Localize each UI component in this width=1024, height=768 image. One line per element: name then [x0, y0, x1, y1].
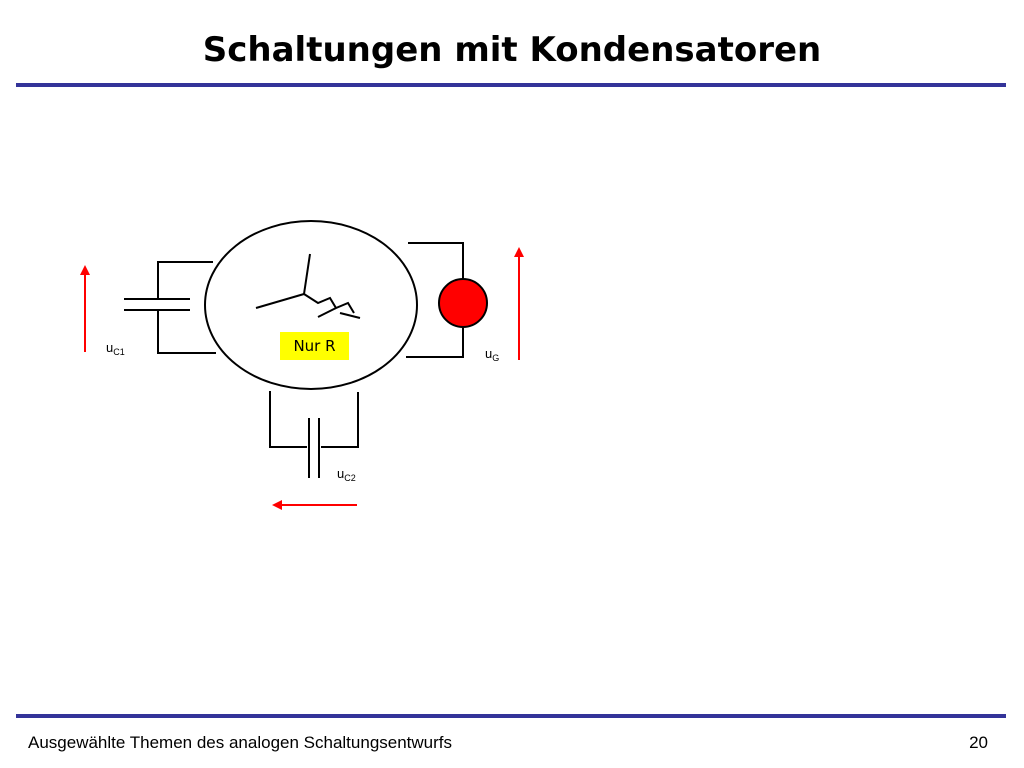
- nur-r-label: Nur R: [280, 332, 349, 360]
- capacitor-c2: [269, 391, 359, 478]
- source-circle: [438, 278, 488, 328]
- label-uc1-sub: C1: [113, 347, 125, 357]
- network-glyph: [255, 253, 361, 319]
- label-ug: uG: [485, 346, 499, 363]
- label-uc2-main: u: [337, 466, 345, 481]
- footer-divider: [16, 714, 1006, 718]
- voltage-source-g: [406, 242, 488, 358]
- slide-title: Schaltungen mit Kondensatoren: [202, 30, 822, 70]
- footer-page-number: 20: [969, 733, 988, 752]
- label-uc2-sub: C2: [344, 473, 356, 483]
- capacitor-c1: [124, 261, 216, 354]
- label-uc1-main: u: [106, 340, 114, 355]
- label-uc2: uC2: [337, 466, 356, 483]
- footer-course-title: Ausgewählte Themen des analogen Schaltun…: [28, 733, 453, 752]
- title-divider: [16, 83, 1006, 87]
- label-uc1: uC1: [106, 340, 125, 357]
- label-ug-sub: G: [492, 353, 500, 363]
- label-ug-main: u: [485, 346, 493, 361]
- resistive-network-block: [204, 220, 418, 390]
